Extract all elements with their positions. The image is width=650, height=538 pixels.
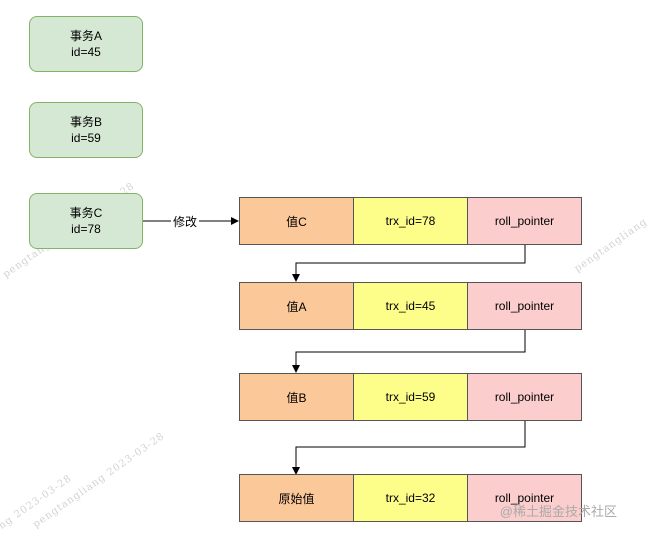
connector-layer bbox=[143, 217, 526, 475]
trx-id-cell: trx_id=32 bbox=[354, 474, 468, 522]
version-row-1: 值C trx_id=78 roll_pointer bbox=[239, 197, 582, 245]
value-cell: 原始值 bbox=[239, 474, 354, 522]
value-cell: 值A bbox=[239, 282, 354, 330]
transaction-c: 事务C id=78 bbox=[29, 193, 143, 249]
version-row-2: 值A trx_id=45 roll_pointer bbox=[239, 282, 582, 330]
transaction-name: 事务C bbox=[69, 206, 103, 220]
roll-pointer-cell: roll_pointer bbox=[468, 474, 582, 522]
transaction-name: 事务A bbox=[69, 29, 102, 43]
transaction-b: 事务B id=59 bbox=[29, 102, 143, 158]
trx-id-cell: trx_id=78 bbox=[354, 197, 468, 245]
version-link-2 bbox=[292, 330, 526, 373]
modify-label: 修改 bbox=[171, 213, 200, 230]
roll-pointer-cell: roll_pointer bbox=[468, 197, 582, 245]
juejin-watermark: @稀土掘金技术社区 bbox=[499, 504, 617, 519]
value-cell: 值B bbox=[239, 373, 354, 421]
transaction-id: id=59 bbox=[71, 131, 101, 145]
transaction-id: id=45 bbox=[71, 45, 101, 59]
version-row-4: 原始值 trx_id=32 roll_pointer bbox=[239, 474, 582, 522]
trx-id-cell: trx_id=45 bbox=[354, 282, 468, 330]
trx-id-cell: trx_id=59 bbox=[354, 373, 468, 421]
transaction-a: 事务A id=45 bbox=[29, 16, 143, 72]
value-cell: 值C bbox=[239, 197, 354, 245]
transaction-id: id=78 bbox=[71, 222, 101, 236]
version-link-1 bbox=[292, 245, 526, 282]
version-row-3: 值B trx_id=59 roll_pointer bbox=[239, 373, 582, 421]
version-link-3 bbox=[292, 421, 526, 475]
roll-pointer-cell: roll_pointer bbox=[468, 282, 582, 330]
roll-pointer-cell: roll_pointer bbox=[468, 373, 582, 421]
transaction-name: 事务B bbox=[69, 115, 102, 129]
